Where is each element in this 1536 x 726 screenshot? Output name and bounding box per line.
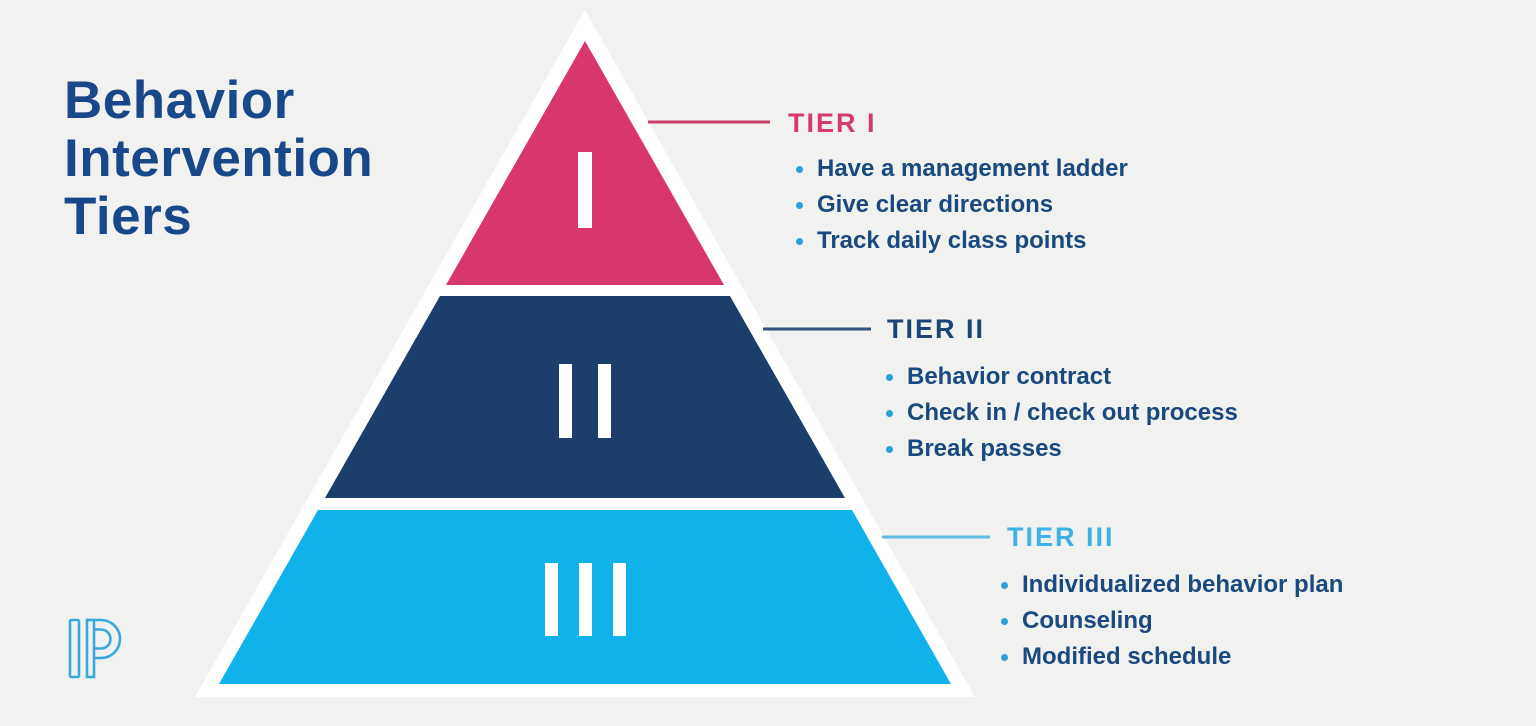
powerschool-logo-icon [68,618,122,679]
list-item: Check in / check out process [886,395,1238,431]
tier-2-label: TIER II [887,314,986,344]
bullet-dot [886,409,893,417]
bullet-dot [796,237,803,245]
list-item-text: Modified schedule [1022,643,1232,670]
page-title: Behavior Intervention Tiers [64,72,373,246]
tier-3-numeral [545,563,626,636]
tier-2-segment [325,296,845,498]
bullet-dot [796,201,803,209]
tier-3-label: TIER III [1007,522,1115,552]
list-item-text: Have a management ladder [817,155,1128,182]
tier-3-list: Individualized behavior plan Counseling … [1001,567,1343,675]
list-item-text: Break passes [907,435,1062,462]
list-item-text: Give clear directions [817,191,1054,218]
bullet-dot [1001,653,1008,661]
title-line-1: Behavior [64,71,295,130]
tier-1-list: Have a management ladder Give clear dire… [796,151,1128,259]
bullet-dot [1001,617,1008,625]
list-item: Individualized behavior plan [1001,567,1343,603]
tier-2-numeral [559,364,611,438]
bullet-dot [796,165,803,173]
list-item: Counseling [1001,603,1343,639]
tier-1-label: TIER I [788,108,877,138]
title-line-2: Intervention [64,129,374,188]
bullet-dot [886,373,893,381]
list-item: Give clear directions [796,187,1128,223]
list-item-text: Track daily class points [817,227,1087,254]
list-item-text: Check in / check out process [907,399,1238,426]
list-item: Break passes [886,431,1238,467]
bullet-dot [886,445,893,453]
list-item: Modified schedule [1001,639,1343,675]
title-line-3: Tiers [64,187,193,246]
list-item-text: Behavior contract [907,363,1112,390]
list-item-text: Counseling [1022,607,1153,634]
tier-1-numeral [578,152,592,228]
tier-2-list: Behavior contract Check in / check out p… [886,359,1238,467]
list-item-text: Individualized behavior plan [1022,571,1344,598]
bullet-dot [1001,581,1008,589]
list-item: Track daily class points [796,223,1128,259]
list-item: Have a management ladder [796,151,1128,187]
list-item: Behavior contract [886,359,1238,395]
